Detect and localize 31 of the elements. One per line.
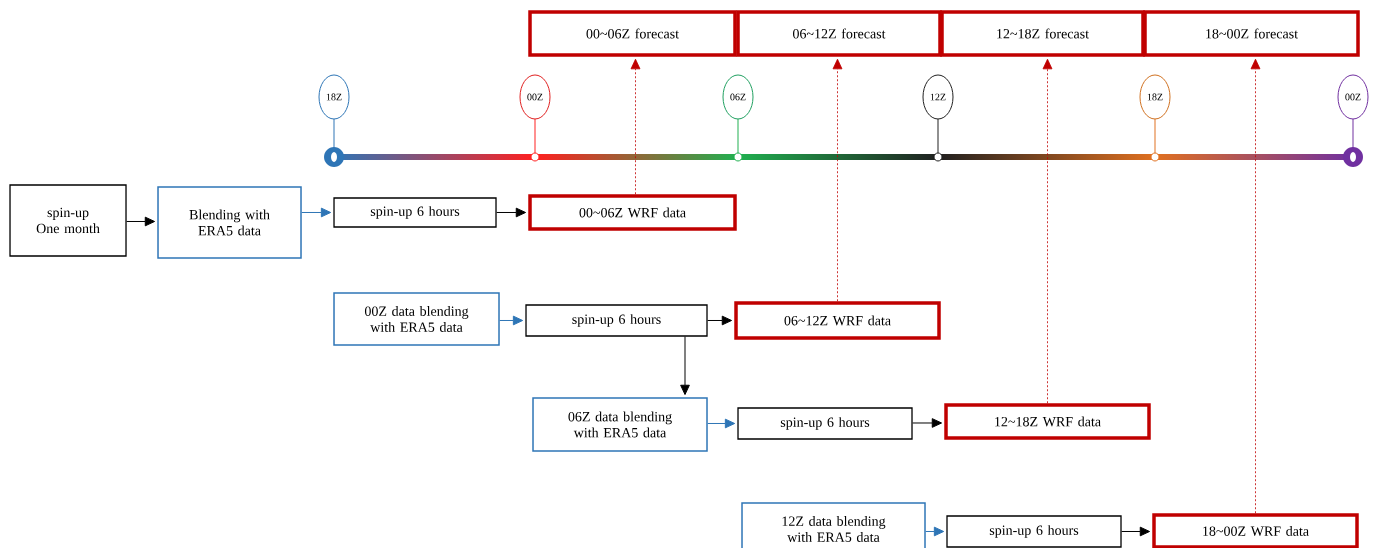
result-box: 18~00Z forecast	[1143, 10, 1360, 57]
result-box: 12~18Z WRF data	[944, 403, 1151, 440]
arrow	[630, 58, 641, 195]
result-box: 00~06Z WRF data	[528, 194, 737, 231]
arrow	[707, 418, 736, 429]
process-box: spin-up 6 hours	[333, 197, 497, 228]
arrow	[499, 315, 524, 326]
arrow	[925, 526, 945, 537]
result-box: 18~00Z WRF data	[1152, 513, 1359, 548]
result-box: 00~06Z forecast	[528, 10, 737, 57]
blending-box: 06Z data blending with ERA5 data	[532, 397, 708, 452]
arrow	[912, 418, 943, 428]
process-box: spin-up 6 hours	[525, 304, 708, 337]
process-box: spin-up 6 hours	[946, 515, 1122, 548]
result-box: 06~12Z WRF data	[734, 301, 941, 340]
arrow	[680, 336, 690, 396]
blending-box: 00Z data blending with ERA5 data	[333, 292, 500, 346]
arrow	[301, 207, 332, 218]
arrow	[1042, 58, 1053, 404]
arrow	[1250, 58, 1261, 514]
result-box: 06~12Z forecast	[736, 10, 942, 57]
arrow	[496, 207, 527, 218]
blending-box: Blending with ERA5 data	[157, 186, 302, 259]
arrow	[126, 216, 156, 227]
result-box: 12~18Z forecast	[940, 10, 1145, 57]
process-box: spin-up One month	[9, 184, 127, 257]
arrow	[707, 315, 733, 326]
blending-box: 12Z data blending with ERA5 data	[741, 502, 926, 548]
arrow	[832, 58, 843, 302]
arrow	[1121, 526, 1151, 537]
process-box: spin-up 6 hours	[737, 407, 913, 440]
